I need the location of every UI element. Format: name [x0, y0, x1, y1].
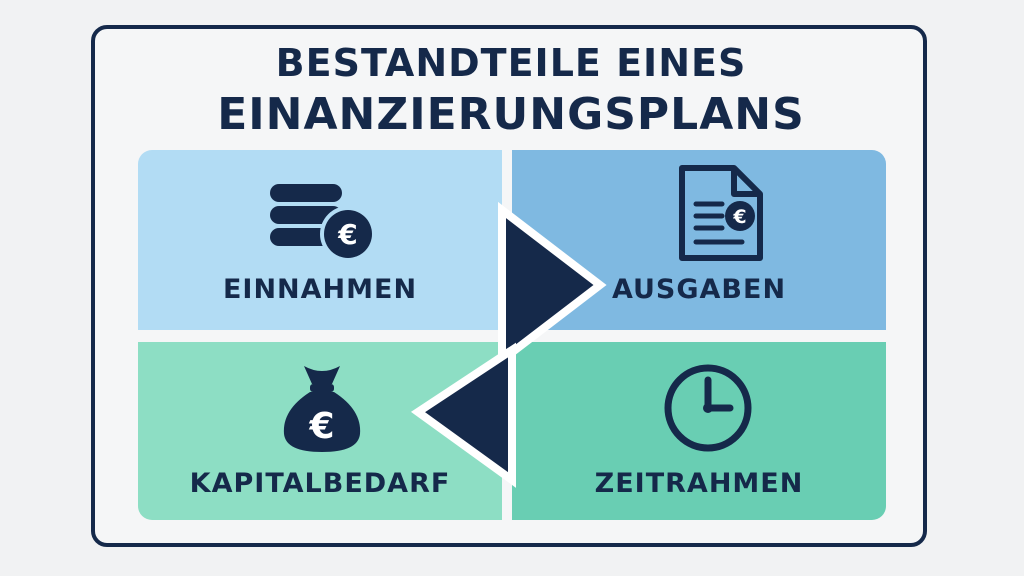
- quadrant-ausgaben: € AUSGABEN: [512, 150, 886, 330]
- title-line-1: BESTANDTEILE EINES: [275, 41, 747, 85]
- money-bag-euro-icon: €: [272, 360, 372, 456]
- label-kapitalbedarf: KAPITALBEDARF: [189, 468, 451, 499]
- title-line-2: EINANZIERUNGSPLANS: [217, 89, 805, 140]
- quadrant-einnahmen: € EINNAHMEN: [138, 150, 502, 330]
- euro-glyph: €: [308, 406, 334, 447]
- coins-euro-icon: €: [266, 180, 386, 260]
- clock-icon: [658, 360, 758, 456]
- arrow-right-to-ausgaben: [498, 201, 607, 369]
- label-zeitrahmen: ZEITRAHMEN: [594, 468, 804, 499]
- quadrant-zeitrahmen: ZEITRAHMEN: [512, 342, 886, 520]
- euro-document-icon: €: [676, 164, 768, 264]
- euro-glyph: €: [337, 218, 357, 251]
- label-einnahmen: EINNAHMEN: [222, 274, 418, 305]
- euro-glyph: €: [732, 206, 746, 228]
- arrow-left-to-kapitalbedarf: [410, 342, 516, 488]
- label-ausgaben: AUSGABEN: [611, 274, 787, 305]
